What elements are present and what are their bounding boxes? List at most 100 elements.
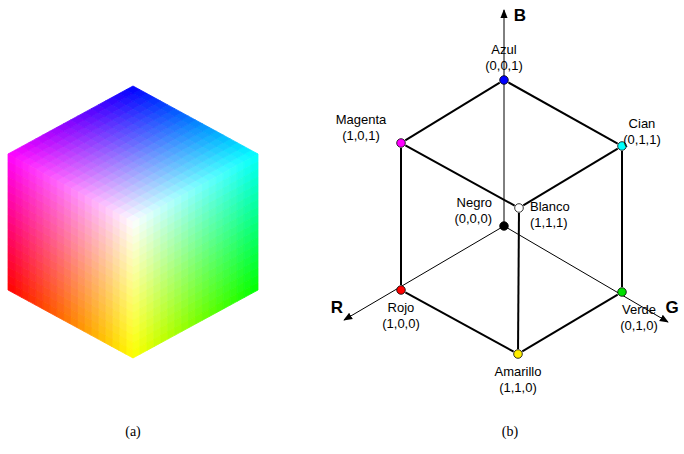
rgb-coordinates: (1,1,0): [495, 380, 542, 396]
vertex-dot: [513, 349, 523, 359]
color-vertex: Verde(0,1,0): [617, 287, 627, 297]
rgb-coordinates: (0,0,0): [454, 211, 492, 227]
vertex-label: Negro(0,0,0): [454, 195, 492, 227]
cube-edge: [508, 82, 617, 143]
cube-shade: [196, 313, 203, 324]
cube-shade: [161, 332, 168, 343]
cube-shade: [15, 286, 22, 297]
cube-shade: [209, 305, 216, 316]
cube-shade: [140, 343, 147, 354]
color-vertex: Magenta(1,0,1): [396, 138, 406, 148]
cube-shade: [105, 335, 112, 346]
cube-shade: [230, 294, 237, 305]
vertex-dot: [514, 203, 524, 213]
cube-shade: [189, 316, 196, 327]
cube-shade: [133, 347, 140, 358]
r-axis: [344, 226, 504, 320]
axis-label: B: [514, 6, 526, 26]
vertex-dot: [397, 286, 406, 295]
axis-label: G: [665, 298, 678, 318]
cube-shade: [43, 301, 50, 312]
vertex-label: Rojo(1,0,0): [382, 300, 420, 332]
axes: [344, 10, 668, 322]
cube-shade: [71, 316, 78, 327]
cube-shade: [244, 286, 251, 297]
vertex-dot: [499, 75, 509, 85]
cube-shade: [36, 298, 43, 309]
cube-shade: [29, 294, 36, 305]
cube-shade: [216, 301, 223, 312]
vertex-dot: [396, 285, 406, 295]
cube-shade: [8, 282, 15, 293]
rgb-coordinates: (0,0,1): [485, 58, 523, 74]
rgb-coordinates: (0,1,0): [620, 318, 658, 334]
rgb-cube-image: [8, 86, 258, 358]
vertex-label: Amarillo(1,1,0): [495, 364, 542, 396]
cube-edge: [400, 148, 402, 285]
cube-shade: [168, 328, 175, 339]
color-name: Magenta: [336, 112, 387, 128]
color-vertex: Rojo(1,0,0): [396, 285, 406, 295]
cube-shade: [91, 328, 98, 339]
color-name: Negro: [454, 195, 492, 211]
cube-shade: [182, 320, 189, 331]
color-vertex: Negro(0,0,0): [499, 221, 509, 231]
cube-shade: [147, 339, 154, 350]
cube-shade: [251, 282, 258, 293]
vertex-dot: [514, 350, 523, 359]
g-axis: [504, 226, 668, 322]
cube-shade: [126, 347, 133, 358]
vertex-label: Azul(0,0,1): [485, 42, 523, 74]
rgb-coordinates: (1,0,1): [336, 128, 387, 144]
cube-shade: [57, 309, 64, 320]
color-vertex: Amarillo(1,1,0): [513, 349, 523, 359]
cube-shade: [223, 298, 230, 309]
cube-shade: [64, 313, 71, 324]
rgb-coordinates: (0,1,1): [623, 132, 661, 148]
color-vertex: Blanco(1,1,1): [514, 203, 524, 213]
color-name: Blanco: [530, 199, 570, 215]
vertex-dot: [515, 204, 524, 213]
vertex-label: Cian(0,1,1): [623, 116, 661, 148]
cube-edge: [522, 295, 617, 352]
cube-shade: [237, 290, 244, 301]
cube-edge: [405, 83, 499, 141]
cube-shade: [126, 86, 140, 94]
subfigure-caption: (b): [502, 424, 518, 440]
color-name: Cian: [623, 116, 661, 132]
color-vertex: Cian(0,1,1): [617, 141, 627, 151]
vertex-dot: [397, 139, 406, 148]
cube-edge: [405, 292, 513, 351]
axis-label: R: [331, 298, 343, 318]
vertex-dot: [617, 287, 627, 297]
vertex-label: Magenta(1,0,1): [336, 112, 387, 144]
color-name: Rojo: [382, 300, 420, 316]
cube-shade: [175, 324, 182, 335]
cube-shade: [22, 290, 29, 301]
color-name: Azul: [485, 42, 523, 58]
rgb-coordinates: (1,0,0): [382, 316, 420, 332]
cube-shade: [98, 332, 105, 343]
vertex-dot: [618, 288, 627, 297]
cube-shade: [50, 305, 57, 316]
vertex-dot: [500, 76, 509, 85]
cube-shade: [84, 324, 91, 335]
cube-shade: [112, 339, 119, 350]
cube-shade: [119, 343, 126, 354]
vertex-dot: [396, 138, 406, 148]
vertex-dot: [500, 222, 509, 231]
cube-shade: [77, 320, 84, 331]
vertex-label: Verde(0,1,0): [620, 302, 658, 334]
color-name: Amarillo: [495, 364, 542, 380]
cube-edge: [517, 213, 520, 349]
subfigure-caption: (a): [125, 424, 141, 440]
color-name: Verde: [620, 302, 658, 318]
vertex-label: Blanco(1,1,1): [530, 199, 570, 231]
cube-shade: [202, 309, 209, 320]
cube-edge: [621, 151, 623, 287]
cube-edge: [523, 149, 617, 206]
cube-shade: [154, 335, 161, 346]
color-vertex: Azul(0,0,1): [499, 75, 509, 85]
